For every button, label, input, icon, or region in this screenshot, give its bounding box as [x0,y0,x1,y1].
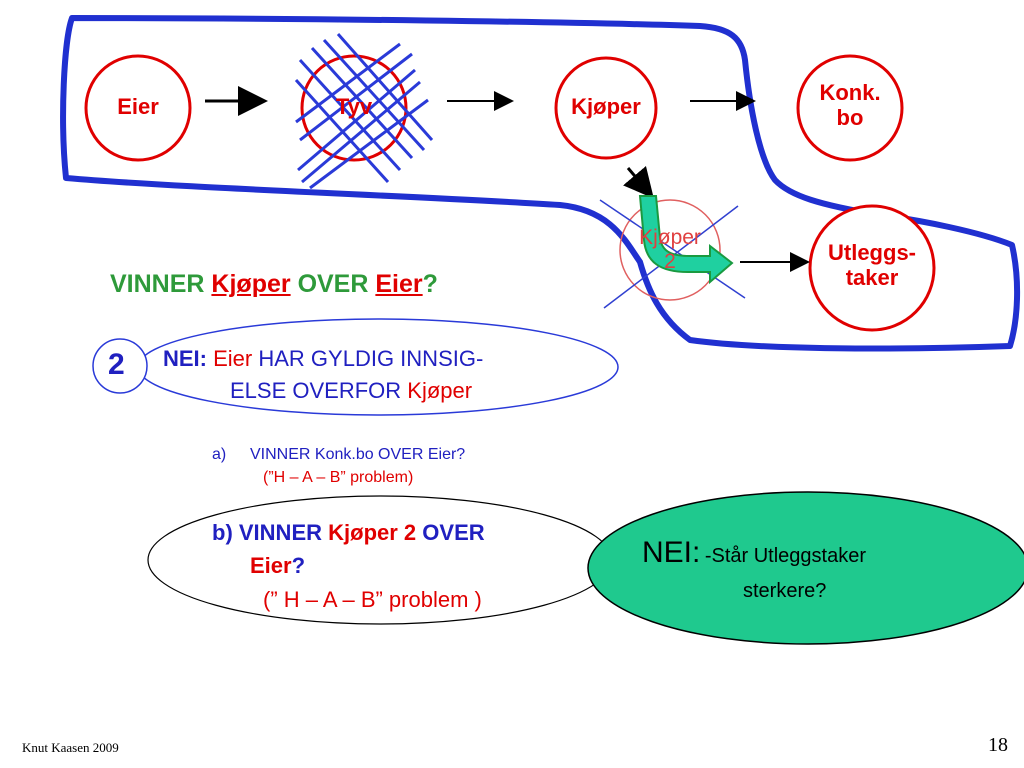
answer2-line1-rest: HAR GYLDIG INNSIG- [258,346,484,371]
node-konkbo-circle [796,54,904,162]
tyv-crossed-out-hatch [294,33,434,190]
item-b-prefix: b) VINNER [212,520,322,545]
answer2-line2-text: ELSE OVERFOR [230,378,402,403]
node-kjoper2-circle [619,199,721,301]
item-b-line1: b) VINNER Kjøper 2 OVER [212,520,485,546]
node-eier-label: Eier [117,94,159,119]
blue-enclosure-outline [60,15,1021,352]
answer2-kjoper: Kjøper [407,378,473,403]
node-kjoper-label: Kjøper [571,94,641,119]
green-answer-nei: NEI: [642,536,701,569]
item-a-sub: (”H – A – B” problem) [263,469,414,486]
question-kjoper: Kjøper [211,270,291,298]
node-utleggstaker-line1: Utleggs- [828,240,916,265]
node-utleggstaker-label: Utleggs- taker [810,240,934,291]
item-b-over: OVER [422,520,485,545]
arrow-kjoper-to-kjoper2 [623,165,654,199]
answer2-eier: Eier [213,346,253,371]
item-b-sub: (” H – A – B” problem ) [263,587,482,612]
answer2-number-circle [92,338,148,394]
green-curved-arrow [638,195,734,285]
footer-author: Knut Kaasen 2009 [22,740,119,755]
node-eier-circle [84,54,192,162]
node-kjoper2-line2: 2 [664,250,676,274]
node-kjoper2-label: Kjøper 2 [622,226,718,274]
green-answer-line1: NEI: -Står Utleggstaker [642,536,866,570]
node-utleggstaker-circle [808,204,936,332]
question-mark: ? [422,270,438,298]
node-utleggstaker-line2: taker [845,265,899,291]
answer2-nei: NEI: [163,346,207,371]
item-b-kjoper2: Kjøper 2 [328,520,417,545]
green-answer-line2: sterkere? [743,580,827,602]
answer2-number: 2 [108,348,125,381]
item-b-question-mark: ? [291,553,306,578]
node-konkbo-line1: Konk. [819,80,881,105]
question-over: OVER [297,270,369,298]
question-vinner: VINNER [110,270,205,298]
node-kjoper-circle [554,56,658,160]
green-answer-ellipse [587,491,1024,645]
item-a-text: VINNER Konk.bo OVER Eier? [250,446,466,463]
node-konkbo-line2: bo [836,105,864,131]
node-tyv-label: Tyv [335,94,373,119]
node-kjoper2-line1: Kjøper [639,226,701,249]
question-eier: Eier [375,270,423,298]
footer-page-number: 18 [988,734,1008,756]
main-question: VINNER Kjøper OVER Eier? [110,270,438,299]
item-b-eier: Eier [250,553,292,578]
item-b-line2: Eier? [250,553,305,579]
answer2-line2: ELSE OVERFOR Kjøper [230,378,472,404]
answer2-line1: NEI: Eier HAR GYLDIG INNSIG- [163,346,483,372]
item-a-label: a) [212,446,227,463]
node-konkbo-label: Konk. bo [802,80,898,131]
green-answer-line1-text: Står Utleggstaker [711,545,866,567]
green-answer-dash: - [704,545,712,567]
